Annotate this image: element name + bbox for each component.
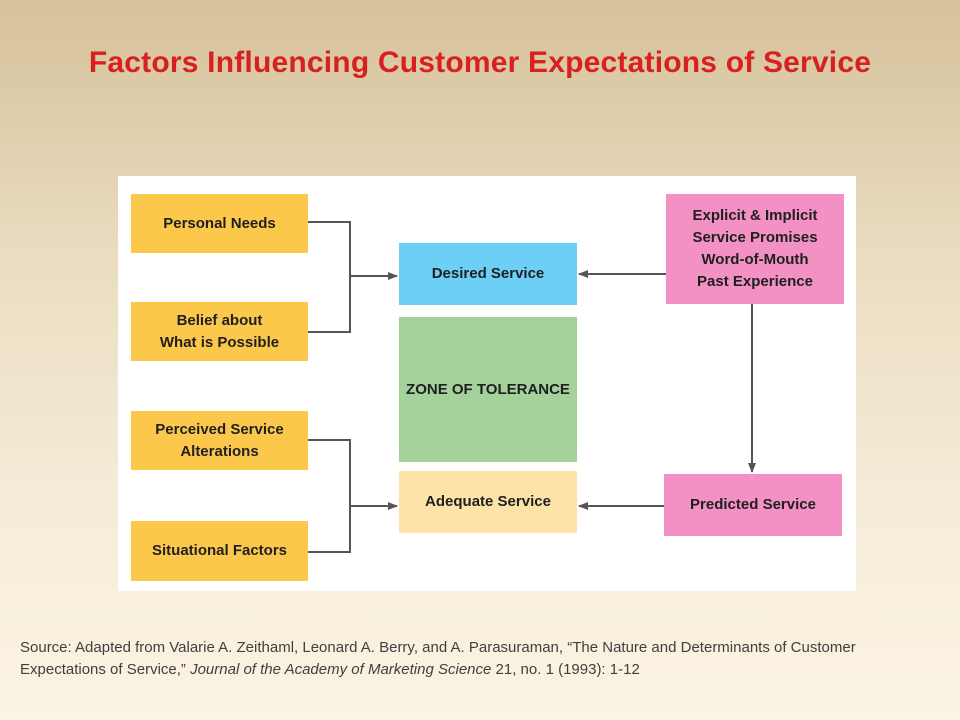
belief-possible-box: Belief about What is Possible [131,302,308,361]
connector-lines [308,221,756,553]
source-journal: Journal of the Academy of Marketing Scie… [190,661,492,678]
connector-belief-possible [308,276,351,333]
source-prefix: Source: Adapted from Valarie A. Zeithaml… [20,639,856,678]
connector-personal-needs [308,221,351,276]
situational-factors-box: Situational Factors [131,521,308,581]
zone-of-tolerance-box: ZONE OF TOLERANCE [399,317,577,462]
connector-situational-factors [308,506,351,553]
source-citation: Source: Adapted from Valarie A. Zeithaml… [20,637,940,681]
promises-experience-box: Explicit & Implicit Service Promises Wor… [666,194,844,304]
slide-title: Factors Influencing Customer Expectation… [88,46,872,79]
expectations-diagram: Personal Needs Belief about What is Poss… [118,176,856,591]
perceived-alterations-box: Perceived Service Alterations [131,411,308,470]
connector-perceived-alterations [308,439,351,506]
predicted-service-box: Predicted Service [664,474,842,536]
desired-service-box: Desired Service [399,243,577,305]
adequate-service-box: Adequate Service [399,471,577,533]
personal-needs-box: Personal Needs [131,194,308,253]
source-suffix: 21, no. 1 (1993): 1-12 [491,661,640,678]
